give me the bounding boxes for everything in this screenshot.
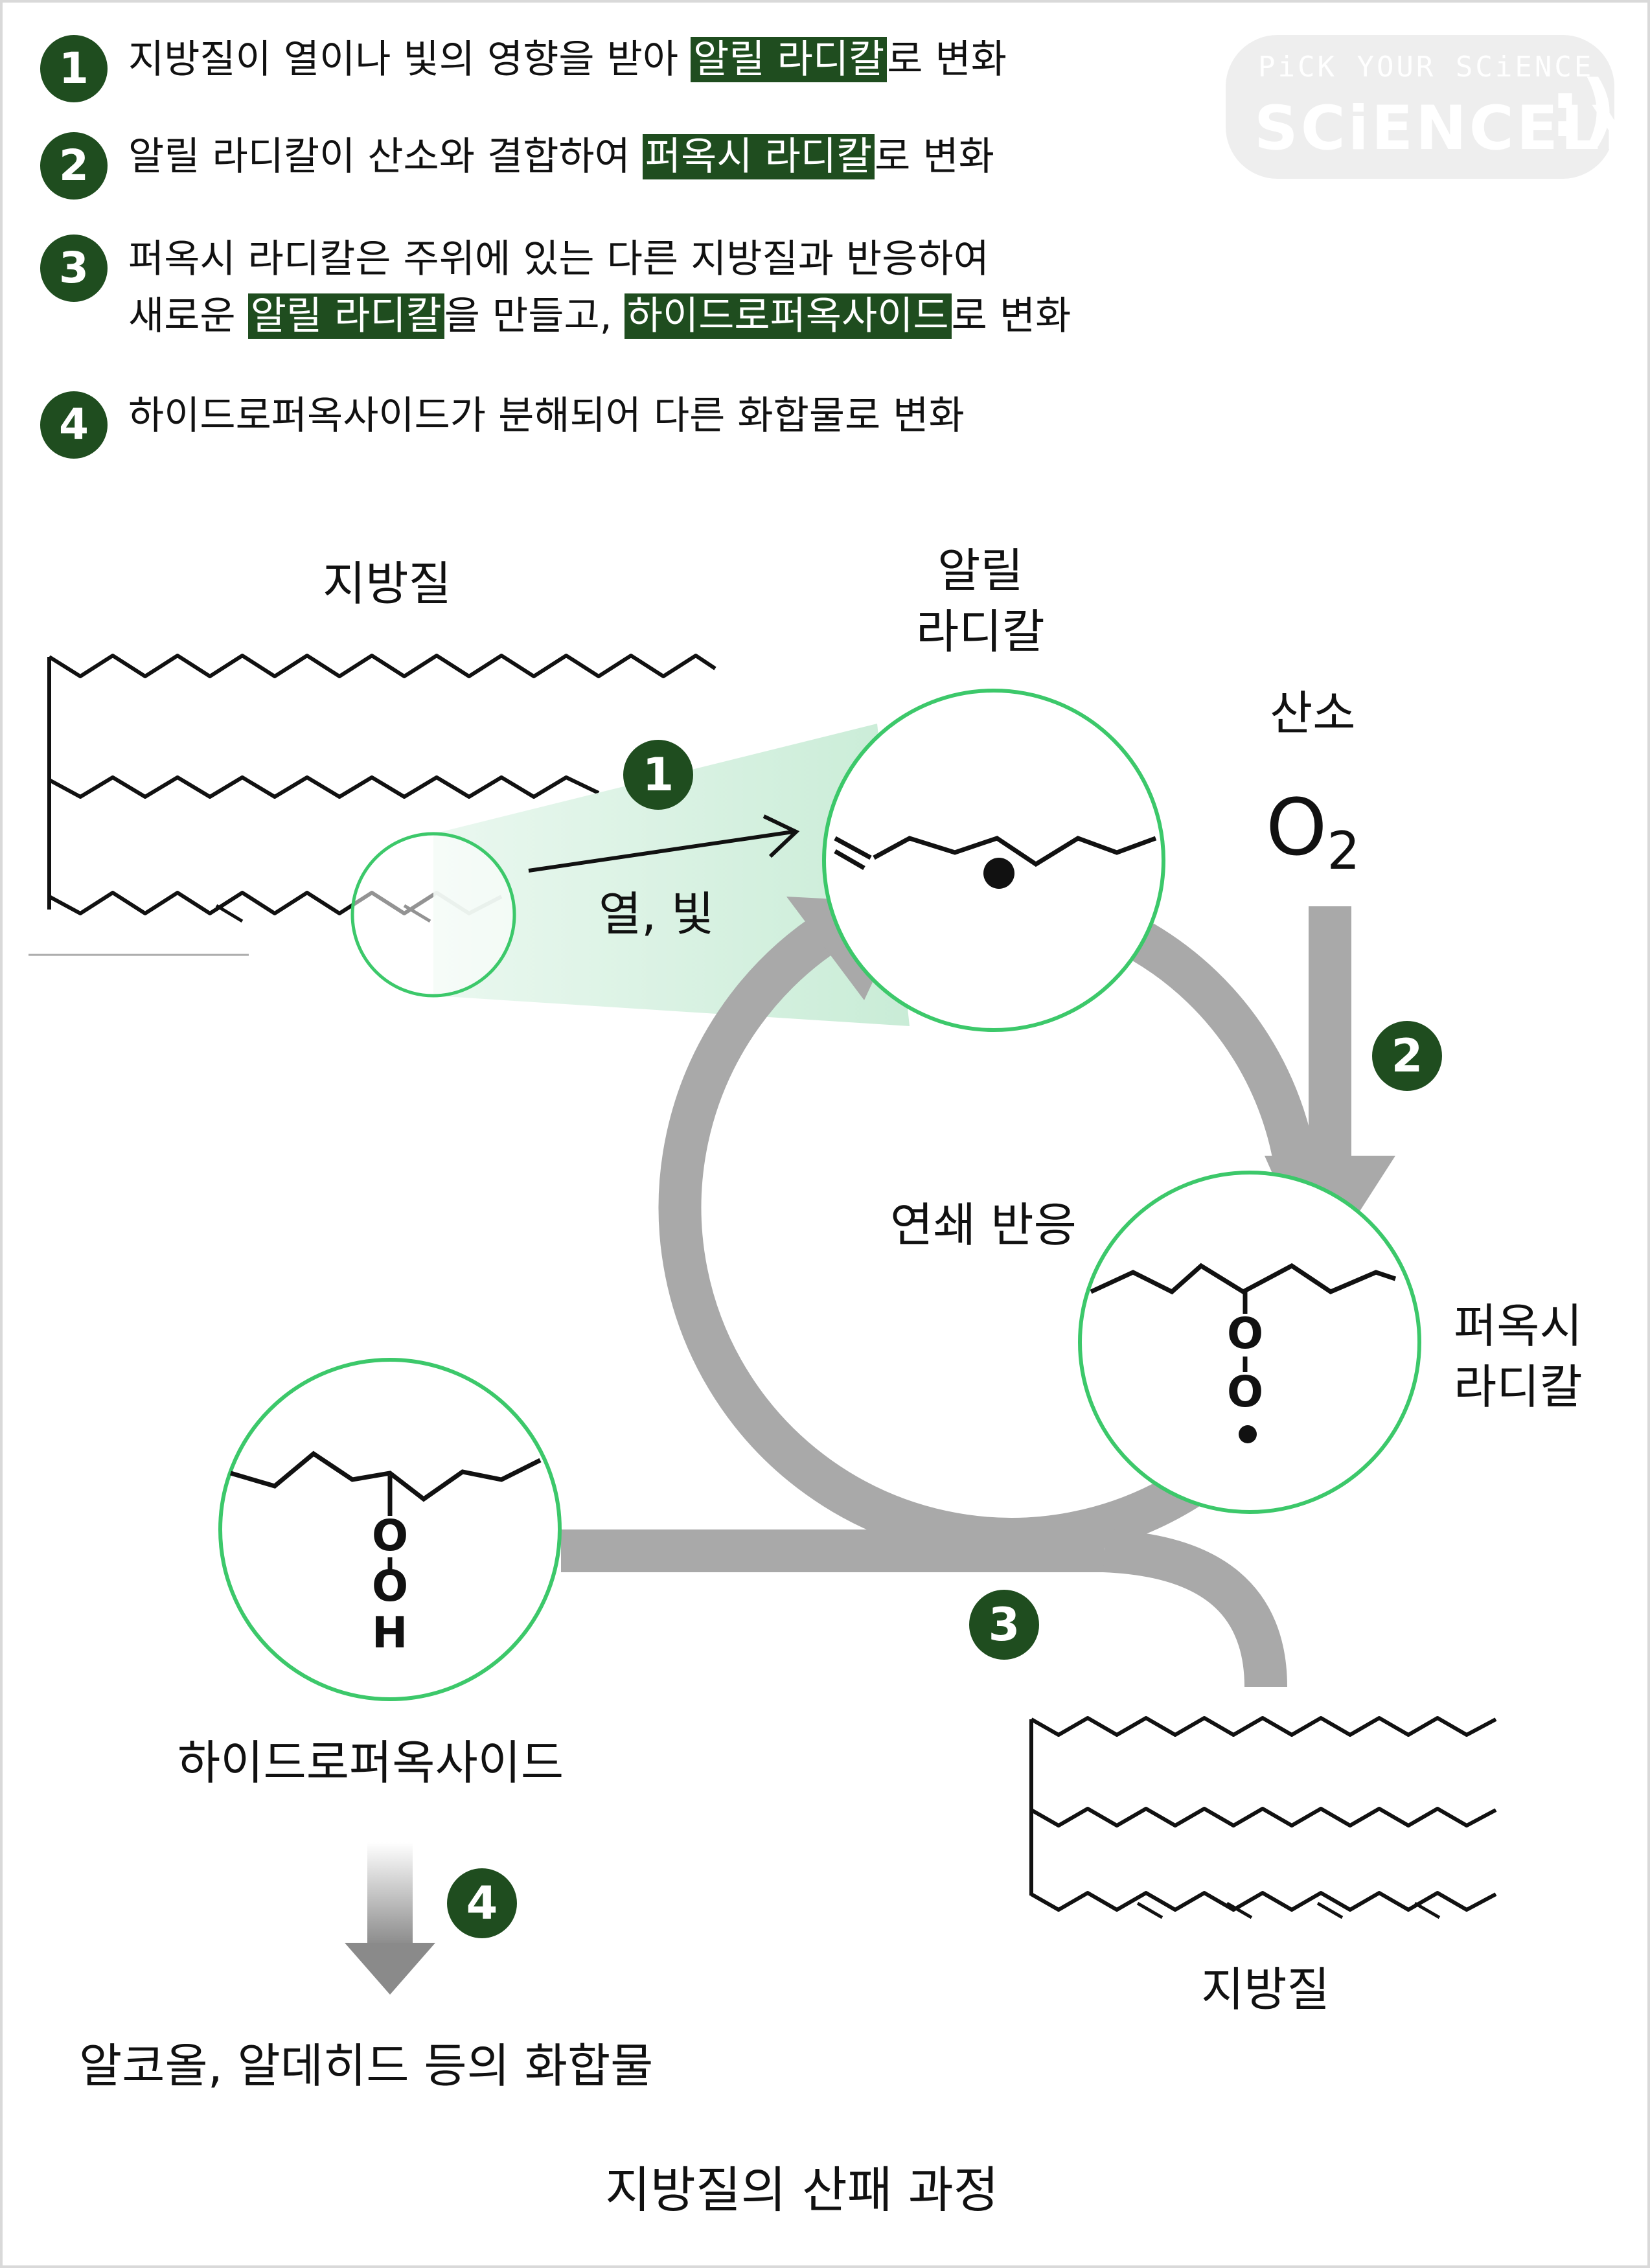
atom-oxygen: O: [1227, 1367, 1264, 1417]
step-number: 1: [40, 35, 108, 102]
logo-smile: :): [1550, 65, 1616, 155]
heat-light-label: 열, 빛: [599, 887, 715, 941]
decomposition-arrow: [345, 1842, 435, 1995]
peroxy-radical-dot: [1239, 1425, 1257, 1443]
peroxy-radical-circle: [1078, 1171, 1421, 1514]
highlight: 퍼옥시 라디칼: [642, 134, 875, 179]
diagram-graphics: [29, 654, 1497, 1995]
hydroperoxide-label: 하이드로퍼옥사이드: [178, 1735, 564, 1790]
diagram-canvas: 1 지방질이 열이나 빛의 영향을 받아 알릴 라디칼로 변화 2 알릴 라디칼…: [3, 3, 1647, 2265]
lipid-molecule-bottom: [1029, 1716, 1497, 1919]
branch-arrow: [561, 1529, 1287, 1688]
highlight: 알릴 라디칼: [691, 37, 888, 82]
lipid-label-bottom: 지방질: [1201, 1962, 1330, 2017]
products-label: 알코올, 알데히드 등의 화합물: [79, 2039, 654, 2093]
logo-wordmark: SCiENCELY: [1254, 93, 1640, 164]
oxygen-formula: O2: [1266, 783, 1360, 882]
focus-circle: [350, 832, 516, 998]
hydroperoxide-circle: [218, 1358, 562, 1701]
atom-oxygen: O: [372, 1511, 409, 1561]
heat-light-arrow: [528, 814, 800, 873]
figure-caption: 지방질의 산패 과정: [605, 2161, 999, 2219]
badge-step-1: 1: [623, 740, 693, 810]
logo-tagline: PiCK YOUR SCiENCE: [1258, 51, 1594, 84]
highlight: 하이드로퍼옥사이드: [624, 293, 952, 339]
step-number: 3: [40, 235, 108, 302]
peroxy-radical-structure: [1090, 1263, 1397, 1372]
radical-dot: [983, 858, 1014, 889]
step-number: 4: [40, 391, 108, 459]
hydroperoxide-structure: [230, 1450, 542, 1574]
allyl-radical-label: 알릴 라디칼: [916, 544, 1045, 659]
highlight: 알릴 라디칼: [247, 293, 444, 339]
allyl-radical-structure: [834, 836, 1157, 871]
atom-oxygen: O: [1227, 1309, 1264, 1358]
atom-hydrogen: H: [372, 1608, 408, 1658]
badge-step-4: 4: [447, 1868, 517, 1938]
peroxy-radical-label: 퍼옥시 라디칼: [1454, 1299, 1583, 1414]
step-number: 2: [40, 132, 108, 200]
step-text: 지방질이 열이나 빛의 영향을 받아 알릴 라디칼로 변화: [128, 37, 1007, 82]
step-text: 알릴 라디칼이 산소와 결합하여 퍼옥시 라디칼로 변화: [128, 134, 994, 179]
chain-reaction-label: 연쇄 반응: [890, 1198, 1077, 1252]
sciencely-logo: PiCK YOUR SCiENCE SCiENCELY :): [1226, 35, 1636, 179]
atom-oxygen: O: [372, 1561, 409, 1611]
lipid-label-top: 지방질: [323, 556, 452, 611]
badge-step-2: 2: [1372, 1021, 1442, 1091]
badge-step-3: 3: [969, 1590, 1039, 1660]
step-text: 퍼옥시 라디칼은 주위에 있는 다른 지방질과 반응하여 새로운 알릴 라디칼을…: [128, 236, 1071, 339]
oxygen-label: 산소: [1270, 686, 1356, 740]
step-text: 하이드로퍼옥사이드가 분해되어 다른 화합물로 변화: [128, 393, 965, 439]
